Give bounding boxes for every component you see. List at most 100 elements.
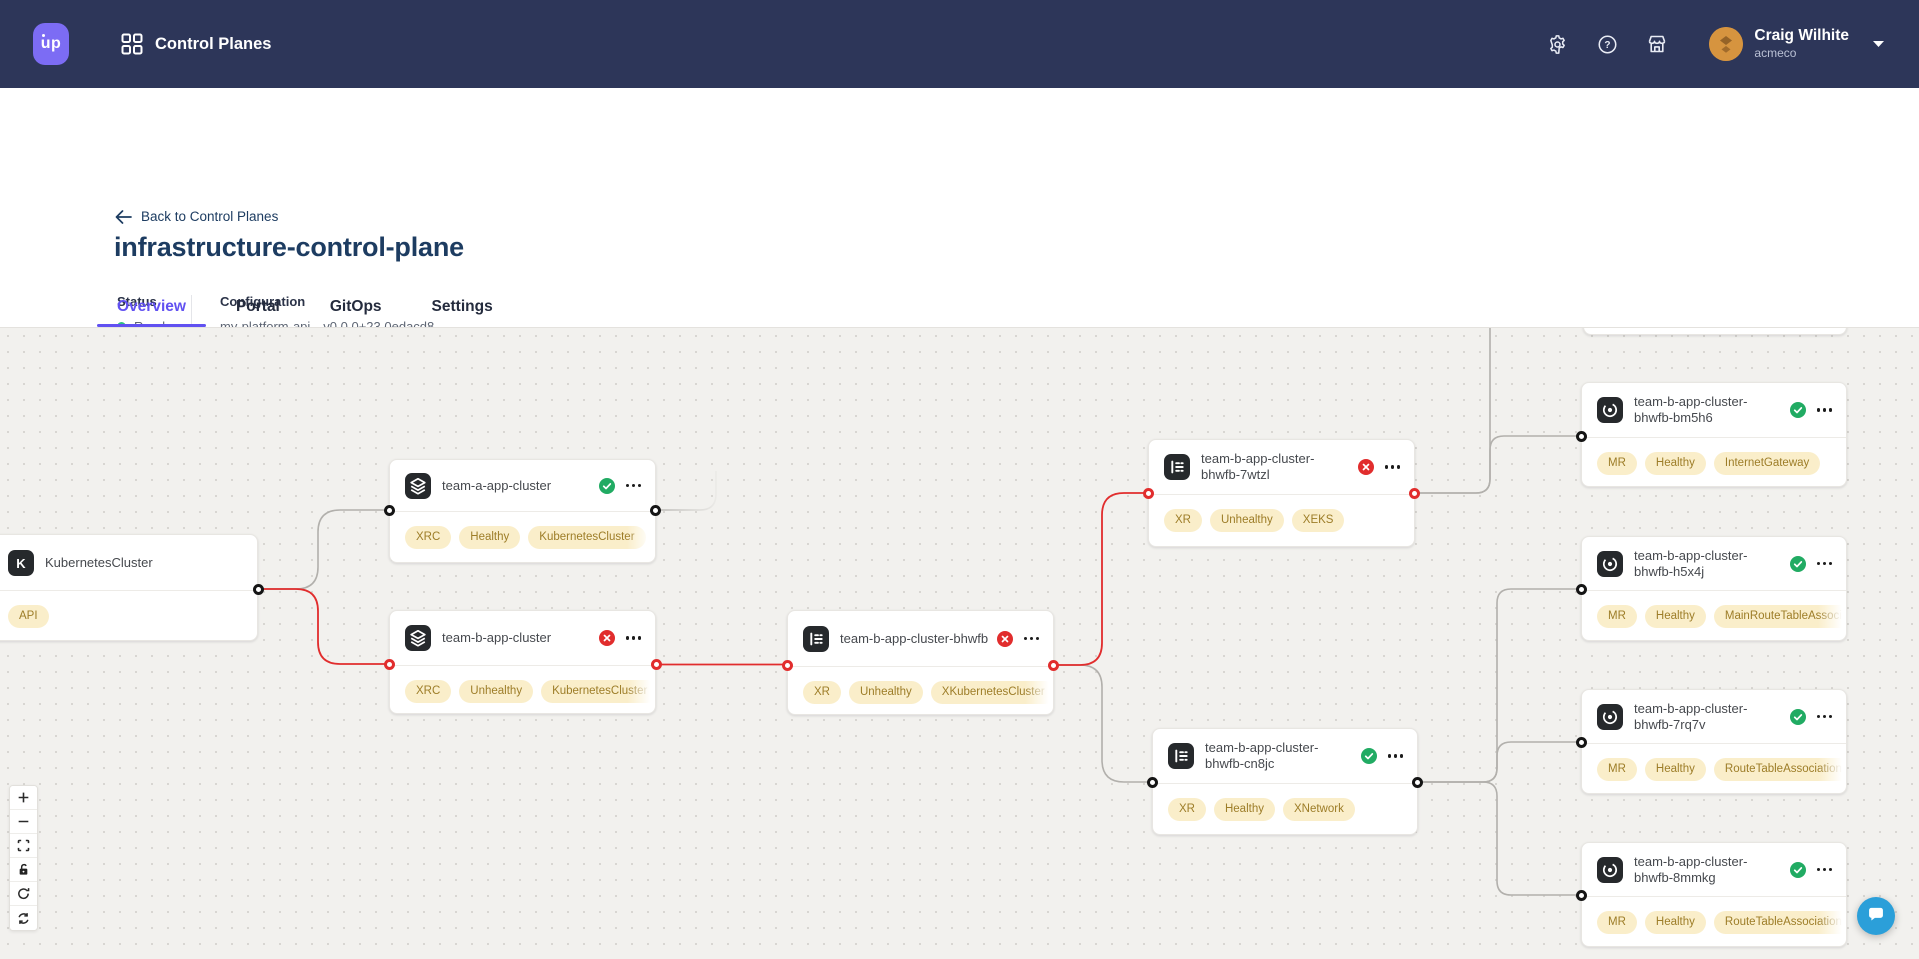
zoom-out-button[interactable] (10, 810, 37, 834)
node-menu-button[interactable] (1022, 632, 1042, 646)
help-icon[interactable]: ? (1595, 32, 1619, 56)
badge: XNetwork (1282, 798, 1355, 821)
node-badges: MRHealthyMainRouteTableAssociation (1582, 590, 1846, 640)
node-title: team-b-app-cluster-bhwfb-8mmkg (1634, 853, 1748, 885)
connection-handle[interactable] (1575, 583, 1587, 595)
badge: XRC (405, 680, 452, 703)
connection-handle[interactable] (383, 504, 395, 516)
badge: Healthy (459, 526, 521, 549)
badge-fade (1389, 785, 1417, 834)
managed-icon (1597, 550, 1623, 577)
badge-fade (627, 513, 655, 562)
node-menu-button[interactable] (624, 631, 644, 645)
badge: InternetGateway (1713, 452, 1821, 475)
control-planes-grid-icon (121, 33, 143, 55)
rotate-button[interactable] (10, 882, 37, 906)
node-menu-button[interactable] (624, 479, 644, 493)
connection-handle[interactable] (650, 658, 662, 670)
back-link[interactable]: Back to Control Planes (115, 209, 278, 224)
chevron-down-icon[interactable] (1872, 40, 1885, 48)
node-menu-button[interactable] (1815, 403, 1835, 417)
refresh-button[interactable] (10, 906, 37, 930)
composite-icon (803, 625, 829, 652)
badge: API (8, 605, 49, 628)
unhealthy-status-icon (996, 630, 1013, 647)
badge: MR (1597, 452, 1637, 475)
connection-handle[interactable] (781, 659, 793, 671)
connection-handle[interactable] (383, 658, 395, 670)
node-menu-button[interactable] (1815, 863, 1835, 877)
connection-handle[interactable] (1411, 776, 1423, 788)
badge: RouteTableAssociation (1713, 758, 1846, 781)
unhealthy-status-icon (598, 630, 615, 646)
healthy-status-icon (1789, 861, 1806, 878)
graph-edge (258, 588, 389, 665)
healthy-status-icon (1789, 402, 1806, 418)
healthy-status-icon (1789, 708, 1806, 725)
tab-overview[interactable]: Overview (97, 287, 206, 327)
tab-portal[interactable]: Portal (235, 298, 280, 315)
badge: Healthy (1644, 911, 1706, 934)
connection-handle[interactable] (1146, 776, 1158, 788)
healthy-status-icon (1360, 748, 1377, 764)
connection-handle[interactable] (1047, 659, 1059, 671)
connection-handle[interactable] (1575, 889, 1587, 901)
user-menu[interactable]: Craig Wilhite acmeco (1709, 27, 1885, 61)
badge: Healthy (1644, 452, 1706, 475)
badge-fade (1818, 898, 1846, 946)
graph-edge (258, 509, 389, 590)
tab-gitops[interactable]: GitOps (329, 298, 382, 315)
graph-edge (1414, 435, 1581, 494)
tab-settings[interactable]: Settings (431, 298, 493, 315)
graph-edges (258, 328, 1581, 896)
node-menu-button[interactable] (1815, 557, 1835, 571)
connection-handle[interactable] (1575, 430, 1587, 442)
node-title: team-a-app-cluster (442, 477, 552, 493)
chat-widget-button[interactable] (1857, 897, 1895, 935)
connection-handle[interactable] (1142, 487, 1154, 499)
lock-button[interactable] (10, 858, 37, 882)
connection-handle[interactable] (649, 504, 661, 516)
composite-icon (1164, 454, 1190, 480)
badge: RouteTableAssociation (1713, 911, 1846, 934)
managed-icon (1597, 397, 1623, 423)
page-title: infrastructure-control-plane (114, 232, 464, 262)
svg-text:?: ? (1604, 39, 1610, 50)
graph-edge (1417, 781, 1581, 896)
avatar[interactable] (1709, 27, 1744, 61)
connection-handle[interactable] (1575, 736, 1587, 748)
upbound-logo[interactable]: up (33, 23, 69, 65)
node-title: team-b-app-cluster-bhwfb-7wtzl (1201, 451, 1315, 482)
node-menu-button[interactable] (1383, 460, 1403, 474)
node-title: team-b-app-cluster-bhwfb-h5x4j (1634, 547, 1748, 579)
fit-view-button[interactable] (10, 834, 37, 858)
node-menu-button[interactable] (1386, 749, 1406, 763)
node-partial-top[interactable] (1583, 328, 1847, 335)
graph-edge (1053, 664, 1152, 783)
marketplace-icon[interactable] (1645, 32, 1669, 56)
node-title: team-b-app-cluster-bhwfb (840, 630, 989, 646)
connection-handle[interactable] (1408, 487, 1420, 499)
node-title: KubernetesCluster (45, 554, 153, 570)
settings-gear-icon[interactable] (1545, 32, 1569, 56)
badge: XEKS (1291, 509, 1345, 532)
user-name: Craig Wilhite (1754, 27, 1849, 45)
node-menu-button[interactable] (1815, 710, 1835, 724)
zoom-in-button[interactable] (10, 786, 37, 810)
connection-handle[interactable] (252, 583, 264, 595)
managed-icon (1597, 703, 1623, 730)
badge: Healthy (1213, 798, 1275, 821)
